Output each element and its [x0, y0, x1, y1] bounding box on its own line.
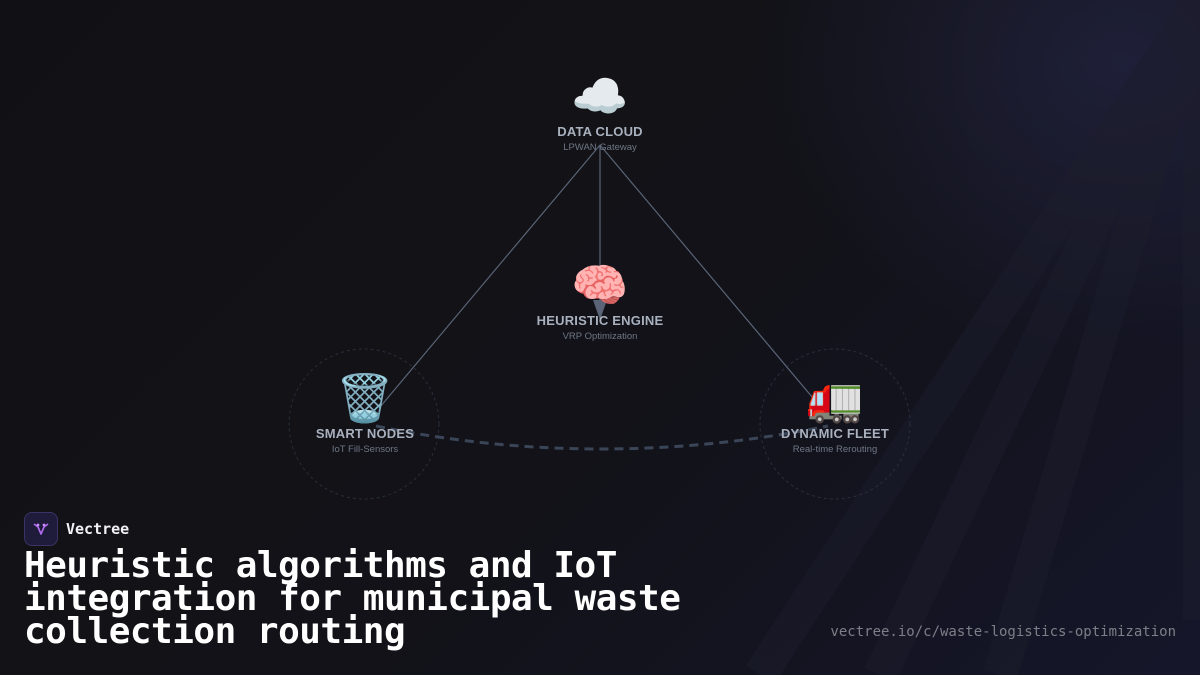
truck-icon: 🚛 — [806, 371, 864, 425]
brand: Vectree — [24, 512, 129, 546]
node-label: SMART NODES — [315, 426, 415, 441]
dynamic-fleet-ring — [759, 348, 911, 500]
node-label: DYNAMIC FLEET — [780, 426, 890, 441]
node-dynamic-fleet: 🚛 DYNAMIC FLEET Real-time Rerouting — [725, 372, 945, 455]
node-label: DATA CLOUD — [557, 124, 643, 139]
engine-arrowhead — [593, 300, 607, 320]
smart-nodes-ring — [288, 348, 440, 500]
node-subtitle: IoT Fill-Sensors — [331, 444, 399, 455]
page-url: vectree.io/c/waste-logistics-optimizatio… — [830, 624, 1176, 640]
vectree-logo-icon — [24, 512, 58, 546]
page-title: Heuristic algorithms and IoT integration… — [24, 545, 681, 652]
node-smart-nodes: 🗑️ SMART NODES IoT Fill-Sensors — [255, 372, 475, 455]
dashed-collection-route — [375, 424, 829, 451]
brand-name: Vectree — [66, 520, 130, 538]
node-data-cloud: ☁️ DATA CLOUD LPWAN Gateway — [490, 70, 710, 153]
cloud-icon: ☁️ — [571, 69, 629, 123]
node-subtitle: LPWAN Gateway — [563, 142, 637, 153]
node-heuristic-engine: 🧠 HEURISTIC ENGINE VRP Optimization — [490, 259, 710, 342]
node-label: HEURISTIC ENGINE — [536, 313, 664, 328]
link-cloud-to-nodes — [379, 144, 601, 408]
link-cloud-to-fleet — [599, 144, 819, 405]
wastebasket-icon: 🗑️ — [336, 371, 394, 425]
node-subtitle: VRP Optimization — [562, 331, 638, 342]
node-subtitle: Real-time Rerouting — [792, 444, 878, 455]
brain-icon: 🧠 — [571, 258, 629, 312]
